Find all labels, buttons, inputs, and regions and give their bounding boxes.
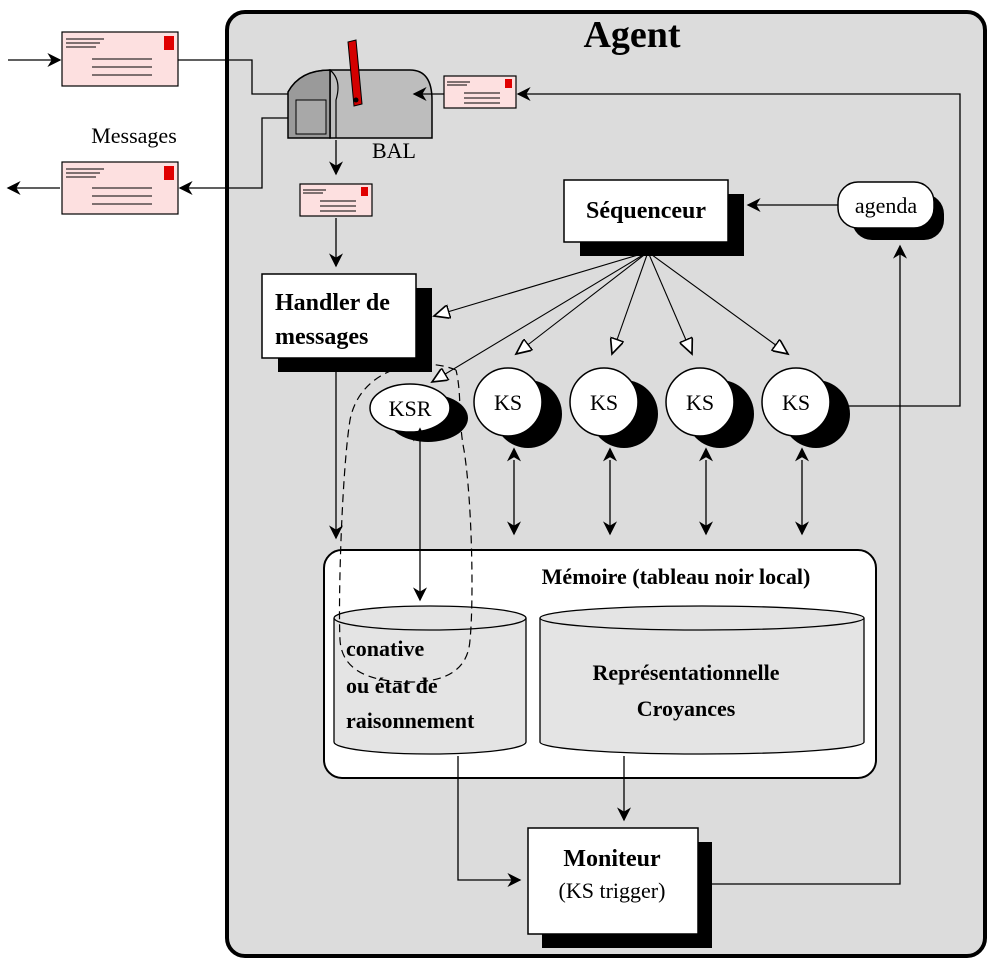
envelope-icon [61,31,179,87]
line-conative-to-moniteur [457,756,522,887]
repr-label-2: Croyances [637,696,736,721]
envelope-icon [443,75,517,109]
ks-node: KS [473,367,562,448]
moniteur-label-1: Moniteur [563,846,661,872]
memoire-title: Mémoire (tableau noir local) [542,564,811,589]
envelope-icon [299,183,373,217]
sequenceur-box [563,179,729,243]
ks-label: KS [782,390,810,415]
agenda-label: agenda [855,193,918,218]
moniteur-box [527,827,699,935]
agent-title: Agent [583,14,680,56]
ks-label: KS [494,390,522,415]
line-bal-to-out [178,117,298,195]
ks-node: KS [761,367,850,448]
handler-label-2: messages [275,324,368,350]
messages-label: Messages [91,123,177,148]
envelope-icon [61,161,179,215]
conative-label-2: ou état de [346,673,438,698]
handler-box [261,273,417,359]
ksr-label: KSR [389,396,432,421]
conative-label-3: raisonnement [346,708,475,733]
agent-container [225,10,987,958]
ks-node: KS [569,367,658,448]
ks-label: KS [590,390,618,415]
conative-cylinder [333,605,527,755]
ks-memory-arrows [507,447,809,536]
moniteur-label-2: (KS trigger) [559,878,666,903]
line-ks-feedback [516,87,961,407]
handler-label-1: Handler de [275,290,390,316]
ksr-node [369,383,451,433]
sequenceur-label: Séquenceur [586,198,706,224]
line-in-to-bal [178,59,308,101]
ks-node: KS [665,367,754,448]
line-moniteur-to-agenda [700,244,907,885]
mailbox-icon [287,39,433,139]
flag-icon [347,39,363,107]
sequencer-activation-arrows [432,251,788,382]
representation-cylinder [539,605,865,755]
bal-label: BAL [372,138,416,163]
reasoning-dashed-loop [338,363,473,683]
ks-label: KS [686,390,714,415]
repr-label-1: Représentationnelle [593,660,780,685]
conative-label-1: conative [346,636,424,661]
